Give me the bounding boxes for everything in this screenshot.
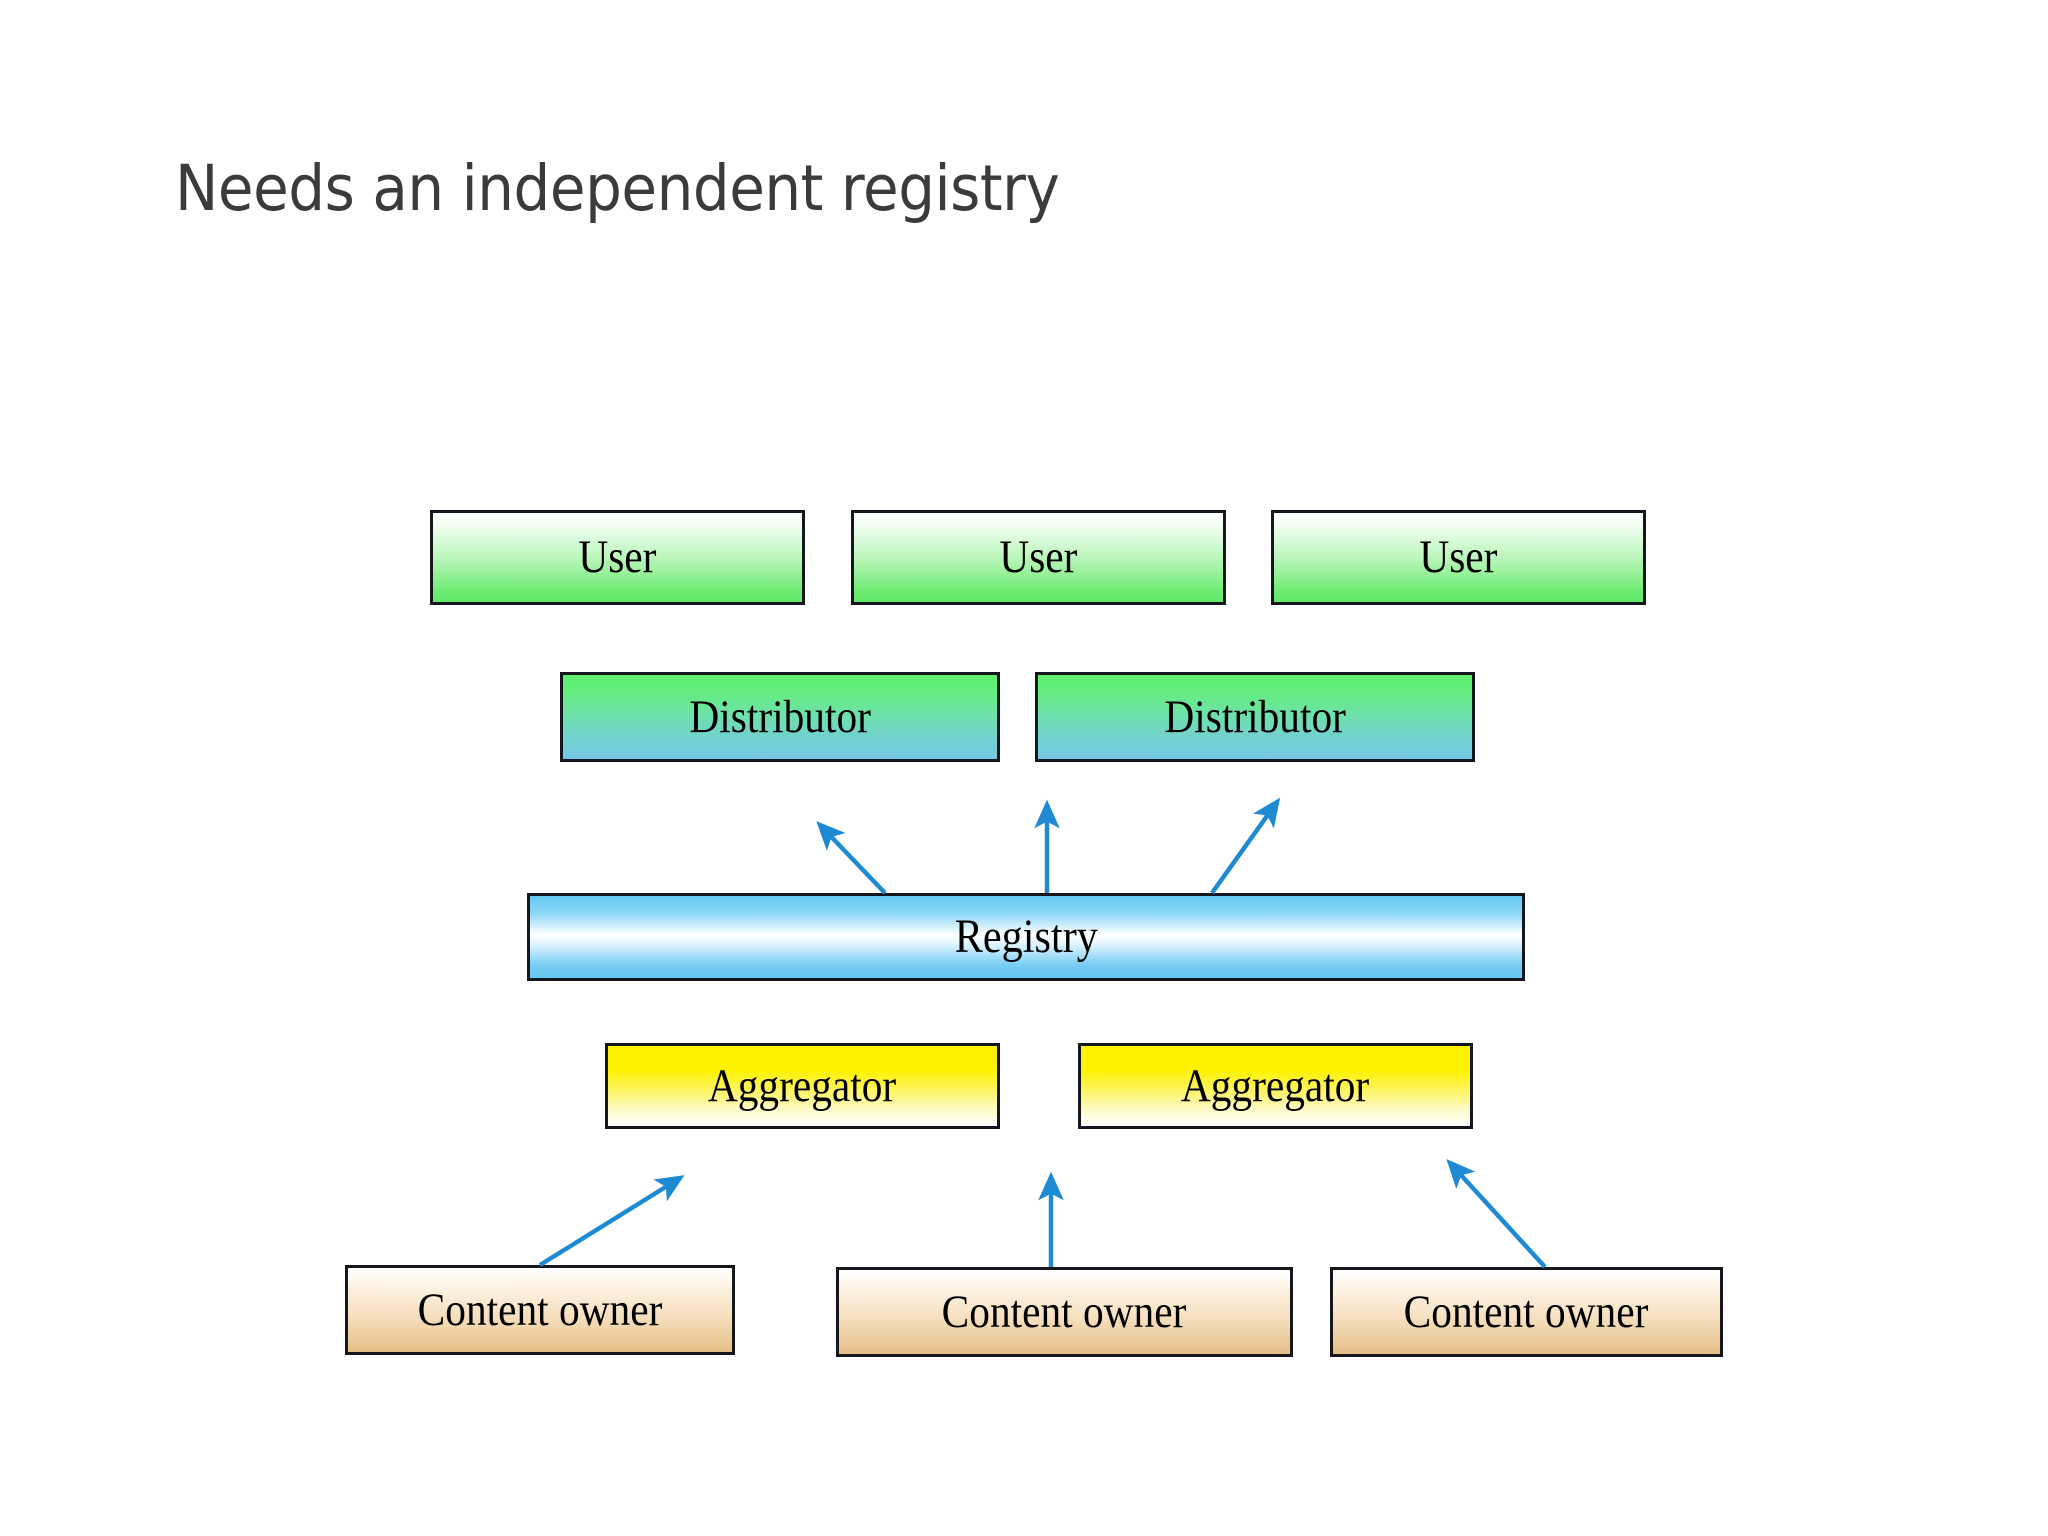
node-label: Content owner (1404, 1285, 1649, 1338)
node-user-2[interactable]: User (851, 510, 1226, 605)
node-content-owner-1[interactable]: Content owner (345, 1265, 735, 1355)
node-content-owner-2[interactable]: Content owner (836, 1267, 1293, 1357)
arrow-content-owner-3-to-aggregator-2-right (1446, 1159, 1547, 1269)
arrow-registry-to-distributor-1 (816, 821, 887, 895)
node-label: User (1419, 531, 1498, 583)
node-content-owner-3[interactable]: Content owner (1330, 1267, 1723, 1357)
node-label: Distributor (1164, 690, 1346, 743)
node-user-1[interactable]: User (430, 510, 805, 605)
node-distributor-2[interactable]: Distributor (1035, 672, 1475, 762)
node-label: Aggregator (708, 1059, 897, 1112)
node-label: User (578, 531, 657, 583)
node-label: User (999, 531, 1078, 583)
page-title: Needs an independent registry (175, 152, 1060, 225)
arrow-registry-to-distributor-2-right (1210, 797, 1281, 895)
arrow-content-owner-1-to-aggregator-1 (538, 1175, 685, 1267)
node-label: Content owner (942, 1285, 1187, 1338)
node-user-3[interactable]: User (1271, 510, 1646, 605)
node-aggregator-2[interactable]: Aggregator (1078, 1043, 1473, 1129)
node-aggregator-1[interactable]: Aggregator (605, 1043, 1000, 1129)
node-distributor-1[interactable]: Distributor (560, 672, 1000, 762)
node-registry[interactable]: Registry (527, 893, 1525, 981)
node-label: Distributor (689, 690, 871, 743)
node-label: Registry (954, 910, 1098, 963)
node-label: Aggregator (1181, 1059, 1370, 1112)
node-label: Content owner (417, 1283, 663, 1336)
